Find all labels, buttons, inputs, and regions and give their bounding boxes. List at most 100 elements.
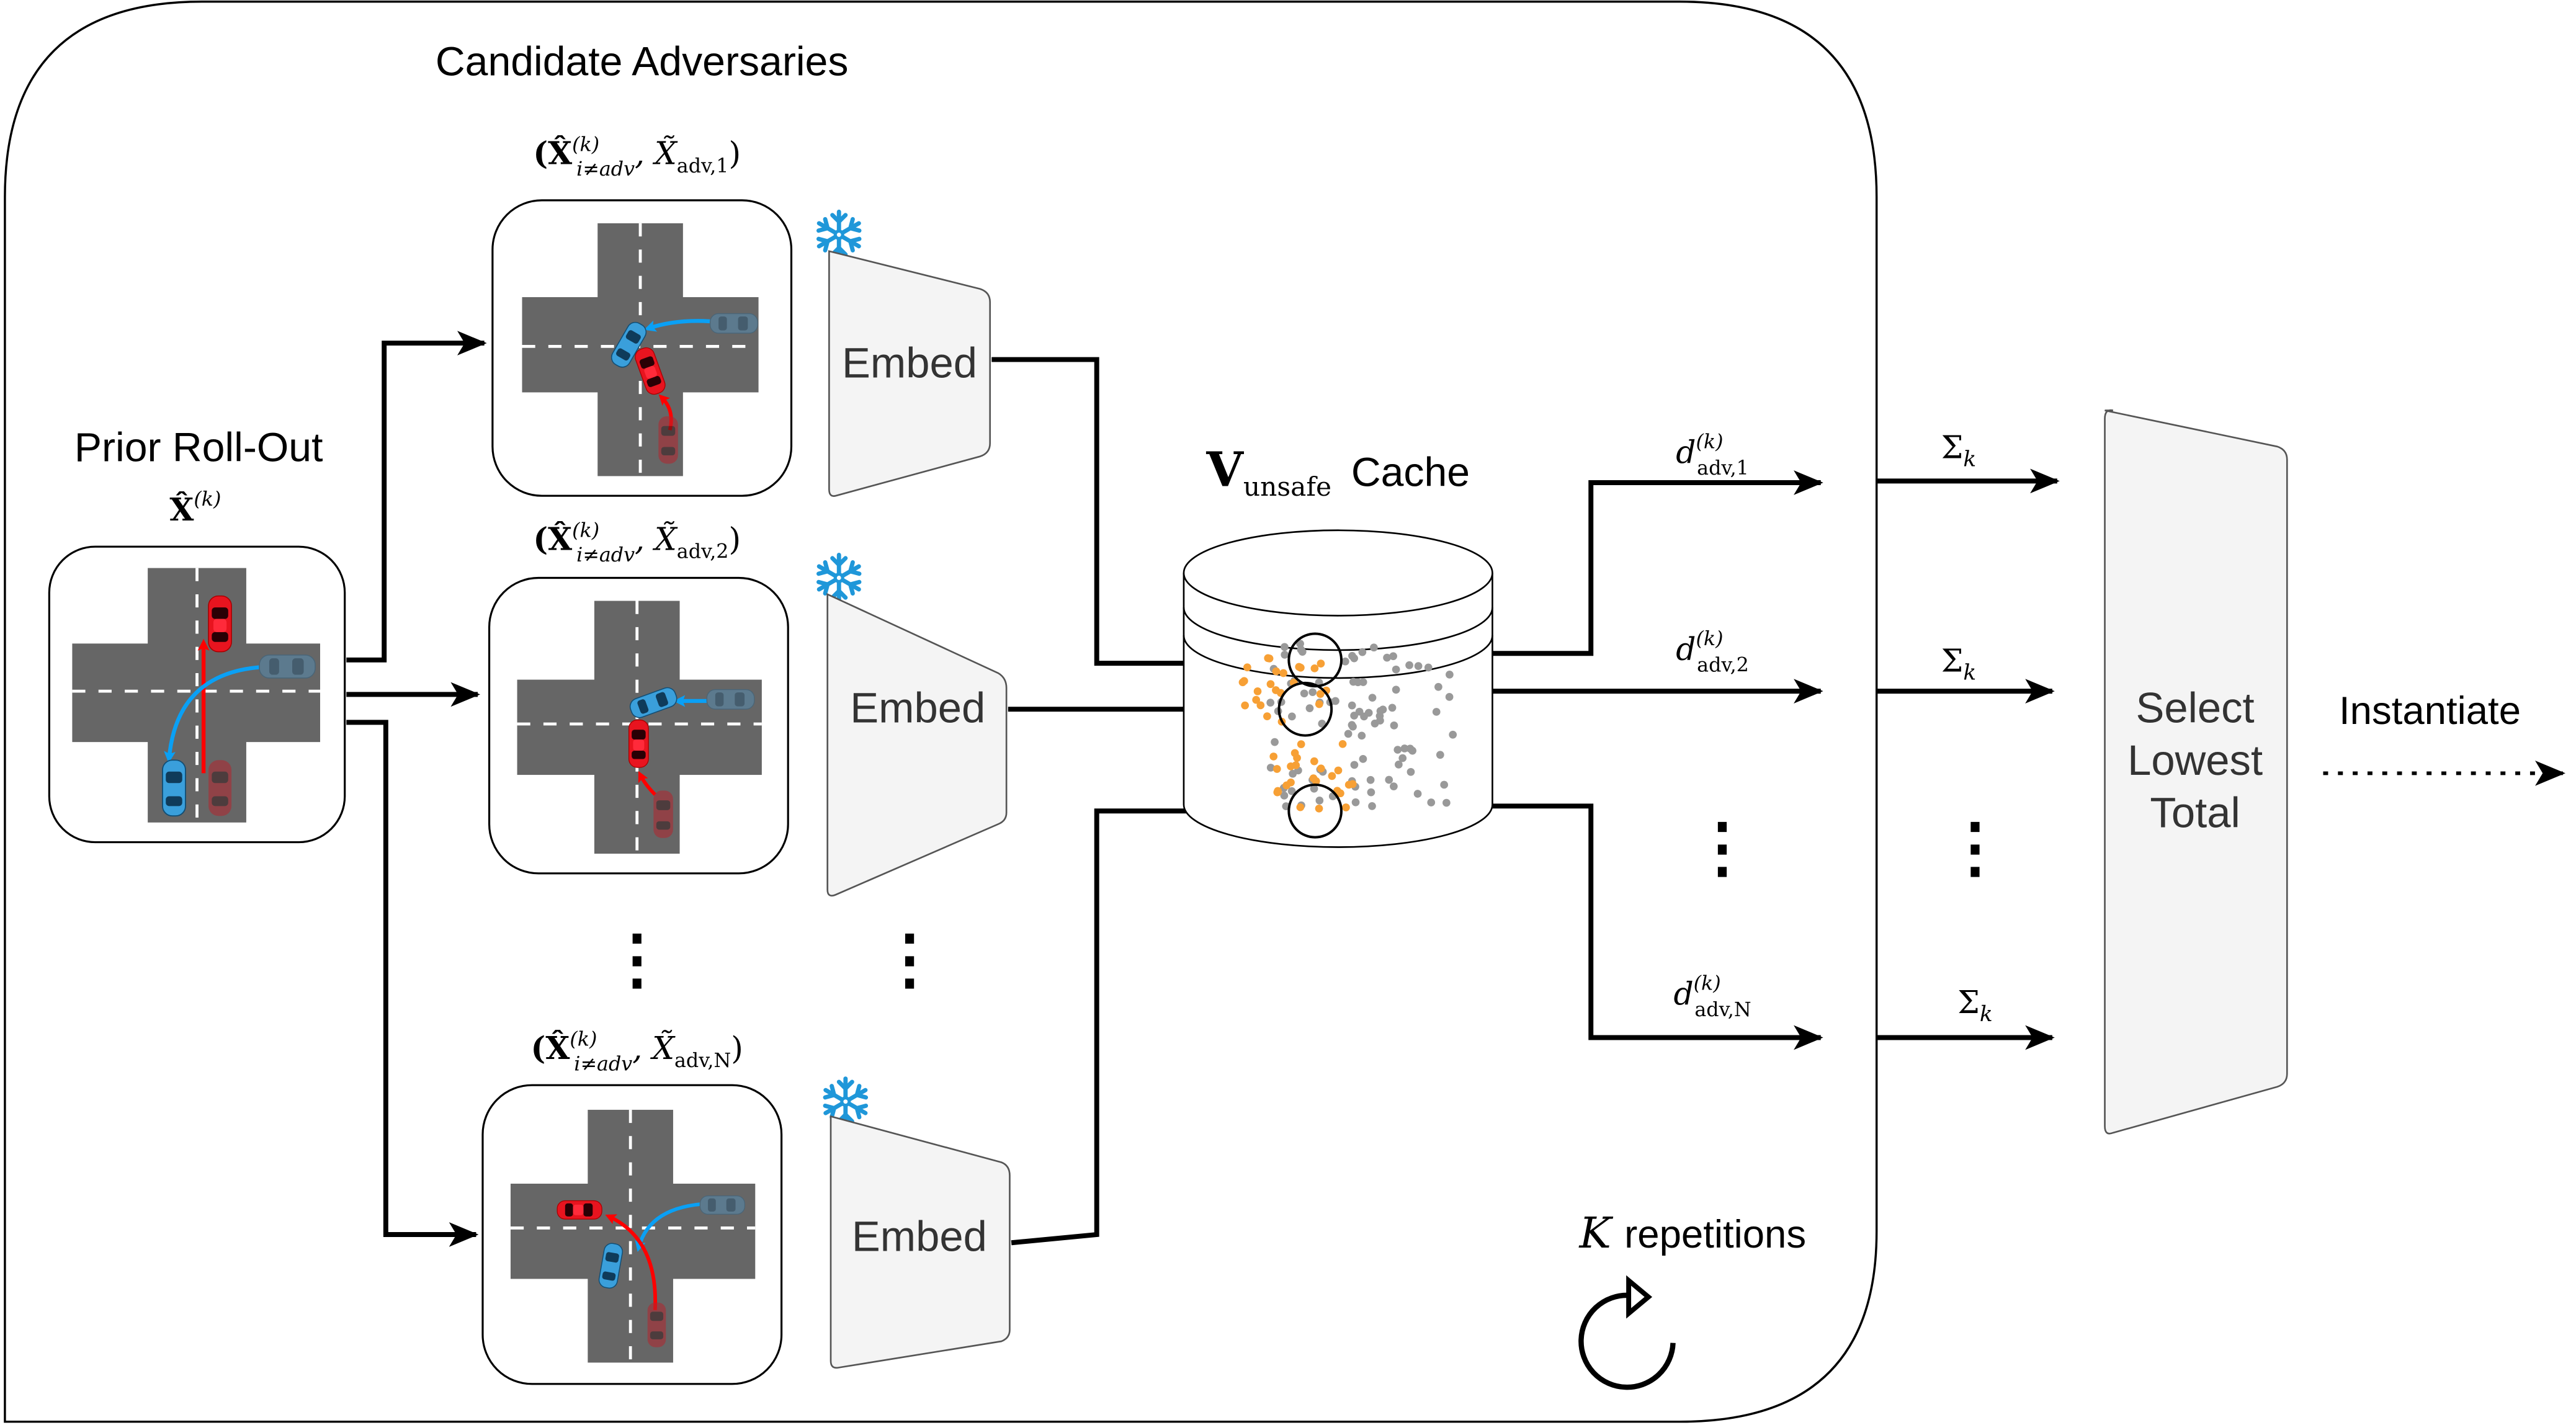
embedding-point-unsafe bbox=[1272, 765, 1281, 773]
embedding-point-safe bbox=[1393, 746, 1402, 754]
distance-label-n: d(k)adv,N bbox=[1673, 973, 1751, 1021]
embedding-point-unsafe bbox=[1338, 739, 1347, 748]
embedding-point-safe bbox=[1376, 717, 1384, 725]
embedding-point-unsafe bbox=[1274, 787, 1282, 795]
embedding-point-safe bbox=[1400, 744, 1409, 753]
sum-ellipsis: ⋮ bbox=[1943, 811, 2008, 885]
embedding-point-unsafe bbox=[1287, 778, 1295, 787]
distance-arrow-n bbox=[1492, 803, 1823, 1050]
embedding-point-unsafe bbox=[1252, 695, 1261, 704]
embed-encoder-2 bbox=[826, 592, 1008, 897]
embedding-point-safe bbox=[1288, 712, 1296, 721]
embedding-point-safe bbox=[1405, 661, 1413, 669]
embedding-point-safe bbox=[1449, 730, 1457, 739]
embed-encoder-1 bbox=[828, 250, 991, 497]
distance-label-2: d(k)adv,2 bbox=[1676, 628, 1749, 676]
select-label: Select bbox=[2135, 684, 2254, 731]
embedding-point-safe bbox=[1357, 731, 1366, 740]
embedding-point-safe bbox=[1308, 688, 1317, 697]
embedding-point-safe bbox=[1348, 651, 1356, 660]
query-circle-1 bbox=[1287, 632, 1343, 688]
embedding-point-safe bbox=[1287, 787, 1296, 795]
embedding-point-safe bbox=[1392, 665, 1400, 674]
embedding-point-unsafe bbox=[1256, 701, 1265, 710]
embed-label-2: Embed bbox=[850, 684, 985, 731]
adversary-car bbox=[557, 1200, 603, 1220]
embedding-point-safe bbox=[1315, 796, 1324, 805]
embedding-point-safe bbox=[1370, 643, 1378, 652]
embedding-point-unsafe bbox=[1296, 803, 1305, 811]
embedding-point-unsafe bbox=[1309, 774, 1318, 782]
embedding-point-unsafe bbox=[1279, 669, 1287, 677]
snowflake-icon bbox=[816, 555, 862, 601]
embedding-point-safe bbox=[1266, 764, 1275, 772]
embedding-point-unsafe bbox=[1265, 654, 1274, 663]
embedding-point-safe bbox=[1383, 653, 1391, 662]
embedding-point-unsafe bbox=[1334, 766, 1343, 775]
branch-arrow-1 bbox=[346, 331, 487, 663]
embedding-points bbox=[1238, 640, 1457, 813]
candidate-scene-2 bbox=[488, 576, 789, 875]
embedding-point-safe bbox=[1388, 704, 1397, 712]
embedding-point-safe bbox=[1280, 792, 1289, 800]
adversary-car-start bbox=[647, 1302, 666, 1347]
select-lowest-total-block bbox=[2104, 409, 2288, 1135]
embedding-point-unsafe bbox=[1253, 687, 1262, 695]
embedding-point-unsafe bbox=[1269, 753, 1278, 761]
embedding-point-safe bbox=[1297, 645, 1305, 654]
embed-label-n: Embed bbox=[852, 1212, 987, 1260]
embedding-point-unsafe bbox=[1317, 659, 1325, 668]
adversary-car-start bbox=[658, 416, 678, 464]
adversary-car bbox=[207, 595, 233, 653]
ego-car-start bbox=[258, 654, 316, 679]
embedding-point-unsafe bbox=[1290, 749, 1299, 757]
embedding-point-safe bbox=[1413, 790, 1422, 798]
distance-ellipsis: ⋮ bbox=[1689, 811, 1755, 885]
embedding-point-unsafe bbox=[1292, 761, 1300, 769]
embedding-point-safe bbox=[1281, 643, 1289, 651]
embedding-point-safe bbox=[1390, 782, 1398, 790]
embedding-point-safe bbox=[1318, 720, 1326, 728]
snowflake-icon bbox=[816, 212, 862, 257]
embedding-point-unsafe bbox=[1238, 678, 1247, 687]
embed-encoder-n bbox=[830, 1115, 1011, 1369]
distance-arrow-1 bbox=[1492, 470, 1823, 656]
embedding-point-safe bbox=[1436, 751, 1444, 759]
candidate-label-1: (X̂(k)i≠adv, X̃adv,1) bbox=[533, 133, 741, 181]
embedding-point-safe bbox=[1368, 694, 1377, 702]
embed-to-cache-wire-n bbox=[1011, 808, 1294, 1246]
embedding-point-safe bbox=[1351, 798, 1360, 806]
embedding-point-safe bbox=[1395, 761, 1403, 769]
embedding-point-safe bbox=[1424, 663, 1433, 672]
embedding-point-unsafe bbox=[1243, 663, 1251, 672]
repetition-container bbox=[4, 0, 1878, 1423]
embedding-point-safe bbox=[1406, 744, 1415, 753]
embedding-point-safe bbox=[1366, 775, 1375, 784]
ego-car bbox=[161, 759, 187, 817]
snowflake-icon bbox=[822, 1079, 869, 1125]
embedding-point-safe bbox=[1271, 738, 1279, 746]
ego-car-start bbox=[709, 313, 759, 334]
embedding-point-safe bbox=[1368, 802, 1376, 810]
embed-label-1: Embed bbox=[842, 339, 977, 387]
embedding-point-safe bbox=[1427, 798, 1436, 806]
embedding-point-safe bbox=[1358, 648, 1367, 656]
instantiate-label: Instantiate bbox=[2339, 689, 2521, 733]
adversary-car-start bbox=[208, 760, 232, 816]
embedding-point-safe bbox=[1440, 780, 1449, 789]
embedding-point-safe bbox=[1348, 721, 1356, 729]
embedding-point-safe bbox=[1296, 640, 1304, 648]
embedding-point-unsafe bbox=[1342, 803, 1350, 811]
embedding-point-safe bbox=[1445, 693, 1454, 701]
embedding-point-safe bbox=[1281, 650, 1289, 659]
query-circle-2 bbox=[1277, 681, 1333, 737]
embedding-point-unsafe bbox=[1263, 712, 1271, 720]
embedding-point-safe bbox=[1305, 704, 1314, 712]
embedding-point-unsafe bbox=[1241, 701, 1250, 710]
embedding-point-safe bbox=[1379, 705, 1387, 714]
embedding-point-safe bbox=[1344, 730, 1353, 738]
candidate-scene-n bbox=[481, 1084, 783, 1385]
embedding-point-safe bbox=[1446, 671, 1454, 679]
